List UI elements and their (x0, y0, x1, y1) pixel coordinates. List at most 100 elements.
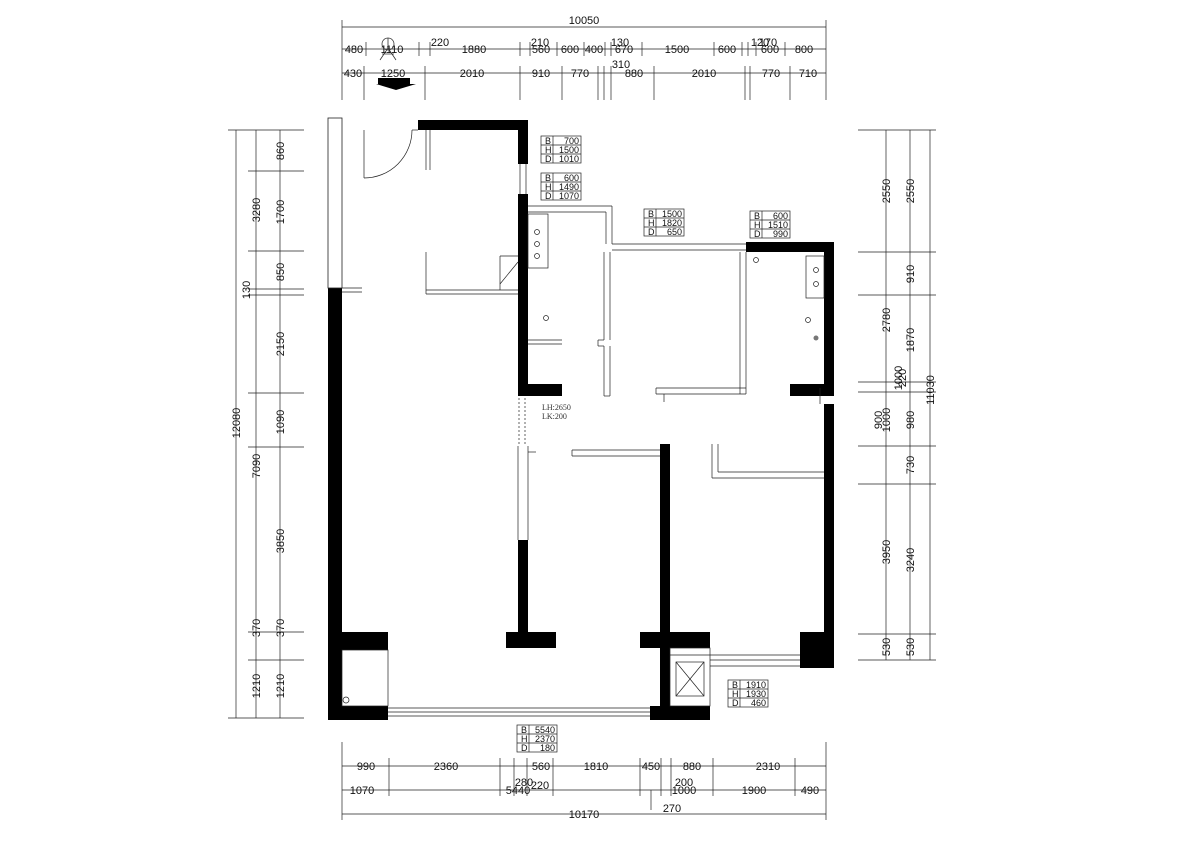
right-outer-dim: 730 (905, 456, 917, 474)
left-outer-dim: 1210 (251, 674, 263, 698)
tag-letter: H (754, 220, 761, 230)
bottom-row2-dim: 1900 (742, 785, 766, 797)
bottom-row1-dim: 880 (683, 761, 701, 773)
top-dimensions: 10050 480 1110 220 1880 210 560 600 400 … (341, 15, 827, 100)
tag-h-value: 1490 (559, 182, 579, 192)
top-row2-dim: 880 (625, 68, 643, 80)
left-total-dim: 12080 (231, 408, 243, 439)
partitions (341, 129, 825, 717)
top-row2-dim: 910 (532, 68, 550, 80)
top-row1-dim: 600 (761, 44, 779, 56)
wall-mid-cap (518, 384, 562, 396)
right-inner-dim: 2550 (881, 179, 893, 203)
right-extra-dim: 1000 (893, 366, 905, 390)
window-spec-tag: B H D 1910 1930 460 (727, 679, 769, 708)
left-inner-dim: 3850 (275, 529, 287, 553)
top-row2-dim: 2010 (692, 68, 716, 80)
wall-top (418, 120, 528, 130)
window-spec-tag: B H D 700 1500 1010 (540, 135, 582, 164)
wall-east-lower (824, 404, 834, 644)
tag-letter: D (732, 698, 739, 708)
right-inner-dim: 2780 (881, 308, 893, 332)
top-row2-dim: 710 (799, 68, 817, 80)
top-row1-dim: 560 (532, 44, 550, 56)
wall-lower-vertical (518, 540, 528, 642)
right-outer-dim: 980 (905, 411, 917, 429)
top-row1-dim: 400 (585, 44, 603, 56)
wall-bedroom-left (660, 444, 670, 650)
tag-b-value: 1500 (662, 209, 682, 219)
tag-b-value: 600 (564, 173, 579, 183)
tag-letter: D (545, 191, 552, 201)
right-outer-dim: 530 (905, 638, 917, 656)
window-spec-tag: B H D 1500 1820 650 (643, 208, 685, 237)
top-row2-dim: 1250 (381, 68, 405, 80)
tag-letter: H (648, 218, 655, 228)
tag-d-value: 460 (751, 698, 766, 708)
top-total-dim: 10050 (569, 15, 600, 27)
top-row1-dim: 1880 (462, 44, 486, 56)
lh-note: LH:2650 (542, 403, 571, 412)
tag-d-value: 650 (667, 227, 682, 237)
top-row1-dim: 670 (615, 44, 633, 56)
bottom-row2-dim: 490 (801, 785, 819, 797)
right-total-dim: 11030 (925, 375, 937, 405)
tag-h-value: 1930 (746, 689, 766, 699)
window-spec-tag: B H D 600 1490 1070 (540, 172, 582, 201)
top-row2-dim: 770 (762, 68, 780, 80)
wall-bedroom-cap (640, 632, 710, 648)
right-inner-dim: 530 (881, 638, 893, 656)
tag-letter: B (732, 680, 738, 690)
bottom-row2-dim: 5440 (506, 785, 530, 797)
wall-east-upper (824, 242, 834, 388)
bottom-row1-dim: 2360 (434, 761, 458, 773)
right-outer-dim: 1870 (905, 328, 917, 352)
tag-letter: D (648, 227, 655, 237)
left-outer-dim: 130 (241, 281, 253, 299)
tag-letter: H (521, 734, 528, 744)
tag-letter: B (648, 209, 654, 219)
wall-east-corner (800, 632, 834, 668)
wall-bottom-right (650, 706, 710, 720)
tag-b-value: 700 (564, 136, 579, 146)
left-dimensions: 12080 3280 130 7090 1210 370 860 1700 85… (228, 129, 304, 719)
wall-left (328, 288, 342, 720)
right-outer-dim: 3240 (905, 548, 917, 572)
top-row1-dim: 600 (561, 44, 579, 56)
top-row1-dim: 130 (611, 37, 629, 49)
north-arrow-icon (376, 37, 416, 90)
left-inner-dim: 860 (275, 142, 287, 160)
top-row1-dim: 1110 (381, 44, 404, 56)
tag-letter: D (754, 229, 761, 239)
tag-h-value: 1500 (559, 145, 579, 155)
top-row1-dim: 170 (759, 37, 777, 49)
bottom-row1-dim: 560 (532, 761, 550, 773)
bottom-row1-dim: 280 (515, 777, 533, 789)
right-inner-dim: 3950 (881, 540, 893, 564)
tag-letter: B (545, 173, 551, 183)
tag-letter: H (545, 182, 552, 192)
bottom-row2-dim: 1070 (350, 785, 374, 797)
left-outer-dim: 3280 (251, 198, 263, 222)
tag-b-value: 5540 (535, 725, 555, 735)
bottom-row1-dim: 450 (642, 761, 660, 773)
left-inner-dim: 2150 (275, 332, 287, 356)
bottom-total-dim: 10170 (569, 809, 600, 821)
tag-b-value: 1910 (746, 680, 766, 690)
wall-top-right (518, 120, 528, 164)
top-row2-dim: 2010 (460, 68, 484, 80)
top-row1-dim: 210 (531, 37, 549, 49)
wall-lower-cap (506, 632, 556, 648)
tag-letter: B (521, 725, 527, 735)
right-outer-dim: 910 (905, 265, 917, 283)
tag-h-value: 1820 (662, 218, 682, 228)
bottom-row1-dim: 990 (357, 761, 375, 773)
tag-letter: D (545, 154, 552, 164)
left-inner-dim: 370 (275, 619, 287, 637)
left-inner-dim: 1090 (275, 410, 287, 434)
tag-d-value: 990 (773, 229, 788, 239)
bottom-row2-dim: 220 (531, 780, 549, 792)
top-row2-dim: 310 (612, 59, 630, 71)
bottom-row1-dim: 1810 (584, 761, 608, 773)
top-row2-dim: 430 (344, 68, 362, 80)
